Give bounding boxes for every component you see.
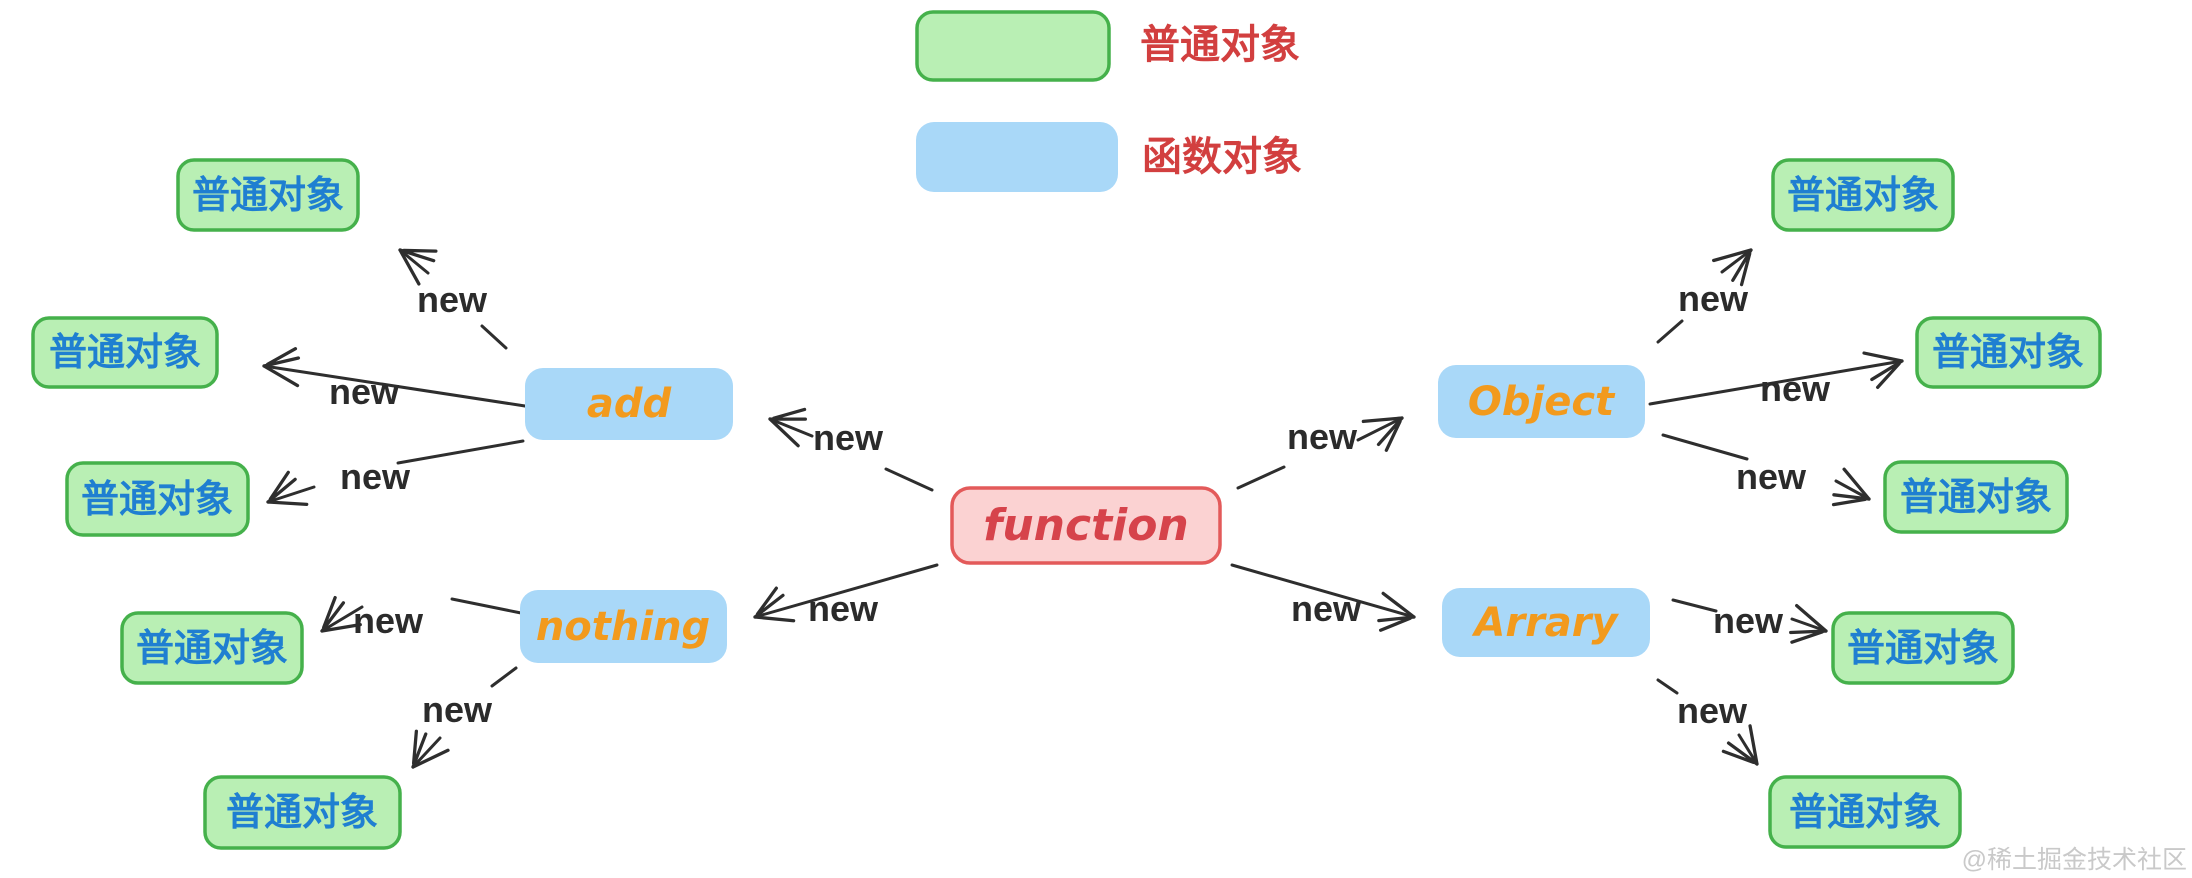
node-plain-object: 普通对象 (120, 611, 304, 685)
node-object: Object (1438, 365, 1645, 438)
node-add-label: add (587, 381, 672, 427)
edge-nothing-plain5-stub (490, 666, 518, 688)
node-plain-box (120, 611, 304, 685)
edge-label-new: new (1760, 368, 1831, 409)
node-plain-object: 普通对象 (1831, 611, 2015, 685)
node-plain-object: 普通对象 (1883, 460, 2069, 534)
edge-function-object-stub (1236, 465, 1286, 490)
watermark-label: @稀土掘金技术社区 (1962, 846, 2187, 874)
node-plain-label: 普通对象 (1787, 175, 1939, 217)
edge-arrary-plain4-arrow (1789, 603, 1828, 644)
node-arrary-label: Arrary (1471, 600, 1619, 646)
node-object-label: Object (1468, 379, 1616, 425)
edge-label-new: new (1713, 600, 1784, 641)
node-plain-box (1915, 316, 2102, 389)
edge-object-plain2-arrow (1648, 351, 1904, 406)
nodes: function add nothing Object Arrary 普通对象 … (31, 158, 2102, 850)
edge-function-arrary-arrow (1230, 563, 1416, 632)
node-plain-label: 普通对象 (1847, 628, 1999, 670)
edge-add-plain1-stub (480, 324, 508, 350)
edge-label-new: new (353, 600, 424, 641)
edge-arrary-plain5-arrow (1721, 724, 1759, 766)
edge-nothing-plain4-stub (450, 597, 523, 615)
node-plain-object: 普通对象 (203, 775, 402, 850)
node-object-box (1438, 365, 1645, 438)
node-plain-object: 普通对象 (1771, 158, 1955, 232)
edge-object-plain1-stub (1656, 319, 1684, 344)
edge-nothing-plain5-arrow (411, 729, 450, 769)
node-nothing-box (520, 590, 727, 663)
edge-object-plain1-arrow (1712, 248, 1753, 287)
edge-arrary-plain4-stub (1671, 598, 1718, 613)
edge-nothing-plain4-arrow (320, 595, 364, 633)
node-plain-box (1771, 158, 1955, 232)
legend-function-object-swatch (916, 122, 1118, 192)
node-plain-object: 普通对象 (1915, 316, 2102, 389)
node-function-label: function (983, 500, 1189, 551)
edge-label-new: new (422, 689, 493, 730)
node-plain-box (31, 316, 219, 389)
edge-label-new: new (1678, 278, 1749, 319)
edge-label-new: new (1287, 416, 1358, 457)
node-plain-label: 普通对象 (226, 792, 378, 834)
edge-add-plain3-arrow (266, 470, 316, 506)
legend-plain-object-swatch (915, 10, 1111, 82)
edge-label-new: new (813, 417, 884, 458)
edge-labels: new new new new new new new new new new … (329, 278, 1831, 731)
node-add-box (525, 368, 733, 440)
node-plain-label: 普通对象 (136, 628, 288, 670)
node-plain-box (203, 775, 402, 850)
edge-object-plain3-arrow (1831, 467, 1871, 507)
edge-label-new: new (1736, 456, 1807, 497)
edge-label-new: new (340, 456, 411, 497)
edge-label-new: new (1291, 588, 1362, 629)
node-plain-box (1831, 611, 2015, 685)
edge-add-plain1-arrow (398, 248, 438, 286)
edges (262, 248, 1904, 769)
edge-function-add-arrow (768, 407, 814, 448)
node-plain-label: 普通对象 (1932, 332, 2084, 374)
node-plain-object: 普通对象 (31, 316, 219, 389)
node-function: function (950, 486, 1222, 565)
edge-function-nothing-arrow (753, 563, 939, 623)
node-plain-object: 普通对象 (1768, 775, 1962, 849)
legend-plain-object-label: 普通对象 (1140, 23, 1300, 67)
edge-add-plain2-arrow (262, 347, 527, 408)
node-plain-label: 普通对象 (49, 332, 201, 374)
node-arrary-box (1442, 588, 1650, 657)
edge-object-plain3-stub (1661, 433, 1749, 461)
node-plain-object: 普通对象 (65, 461, 250, 537)
edge-label-new: new (1677, 690, 1748, 731)
node-nothing-label: nothing (536, 604, 710, 650)
node-plain-label: 普通对象 (81, 479, 233, 521)
legend-function-object-label: 函数对象 (1142, 135, 1302, 179)
node-plain-box (65, 461, 250, 537)
node-plain-box (1768, 775, 1962, 849)
edge-arrary-plain5-stub (1656, 678, 1679, 695)
legend: 普通对象 函数对象 (915, 10, 1302, 192)
node-arrary: Arrary (1442, 588, 1650, 657)
edge-function-add-stub (884, 467, 934, 492)
node-function-box (950, 486, 1222, 565)
node-plain-label: 普通对象 (192, 175, 344, 217)
edge-label-new: new (417, 279, 488, 320)
node-nothing: nothing (520, 590, 727, 663)
node-plain-box (176, 158, 360, 232)
node-plain-box (1883, 460, 2069, 534)
edge-label-new: new (808, 588, 879, 629)
node-add: add (525, 368, 733, 440)
node-plain-object: 普通对象 (176, 158, 360, 232)
node-plain-label: 普通对象 (1900, 477, 2052, 519)
node-plain-label: 普通对象 (1789, 792, 1941, 834)
edge-add-plain3-stub (396, 439, 525, 465)
edge-function-object-arrow (1356, 416, 1404, 452)
edge-label-new: new (329, 371, 400, 412)
